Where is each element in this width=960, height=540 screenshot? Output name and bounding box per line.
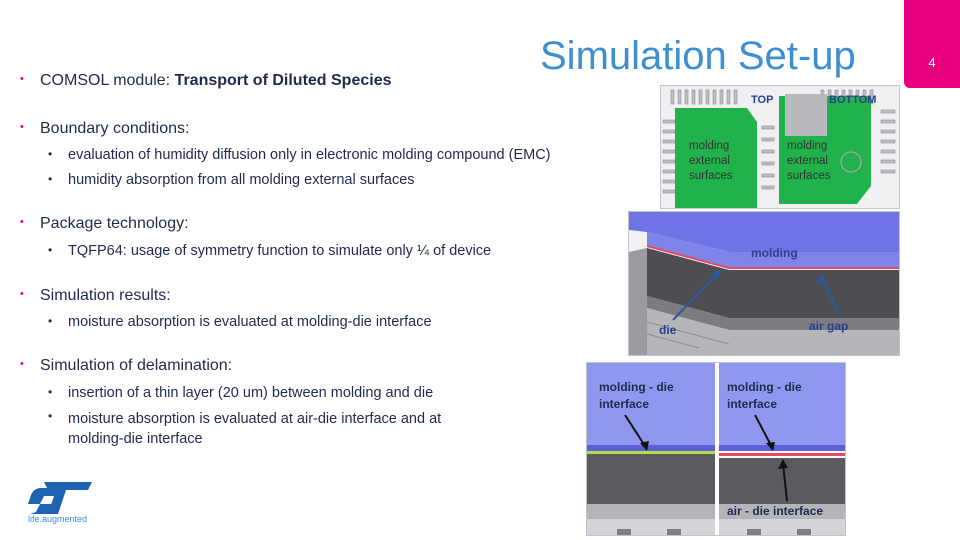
left-surface-label-3: surfaces (689, 170, 733, 182)
boundary-item: evaluation of humidity diffusion only in… (68, 147, 551, 163)
boundary-item: humidity absorption from all molding ext… (68, 172, 415, 188)
left-surface-label-2: external (689, 155, 730, 167)
top-label: TOP (751, 94, 773, 106)
package-figure-svg: TOP BOTTOM molding external surfaces mol… (661, 86, 899, 208)
st-logo-icon (28, 482, 92, 514)
bullet-dot: • (20, 121, 24, 133)
comsol-module-label: COMSOL module: (40, 72, 175, 89)
bullet-dot: • (20, 358, 24, 370)
right-surface-label-3: surfaces (787, 170, 831, 182)
right-interface-label-2: interface (727, 397, 777, 411)
left-interface-label-1: molding - die (599, 380, 674, 394)
page-number-tab: 4 (904, 0, 960, 88)
package-heading: Package technology: (40, 215, 189, 232)
slide-title: Simulation Set-up (540, 34, 856, 78)
interface-comparison-figure: molding - die interface molding - die in… (586, 362, 846, 536)
delam-item: insertion of a thin layer (20 um) betwee… (68, 385, 434, 401)
logo-tagline: life.augmented (28, 514, 88, 524)
package-top-bottom-figure: TOP BOTTOM molding external surfaces mol… (660, 85, 900, 209)
molding-label: molding (751, 246, 798, 260)
boundary-heading: Boundary conditions: (40, 120, 190, 137)
package-item: TQFP64: usage of symmetry function to si… (68, 243, 492, 259)
bullet-dot: • (20, 288, 24, 300)
page-number: 4 (928, 55, 936, 70)
delam-heading: Simulation of delamination: (40, 357, 233, 374)
bullet-dot: • (20, 216, 24, 228)
air-gap-label: air gap (809, 319, 848, 333)
left-interface-label-2: interface (599, 397, 649, 411)
results-item: moisture absorption is evaluated at mold… (68, 314, 432, 330)
delam-item: moisture absorption is evaluated at air-… (68, 411, 442, 447)
right-surface-label-2: external (787, 155, 828, 167)
results-heading: Simulation results: (40, 287, 171, 304)
right-interface-label-1: molding - die (727, 380, 802, 394)
bullet-dot: • (20, 73, 24, 85)
comsol-module-name: Transport of Diluted Species (174, 72, 392, 89)
air-die-interface-label: air - die interface (727, 504, 823, 518)
st-logo (26, 478, 96, 528)
die-label: die (659, 323, 677, 337)
interface-svg: molding - die interface molding - die in… (587, 363, 845, 535)
molding-die-3d-figure: molding die air gap (628, 211, 900, 356)
right-surface-label-1: molding (787, 140, 827, 152)
bottom-label: BOTTOM (829, 94, 876, 106)
molding-die-svg: molding die air gap (629, 212, 899, 355)
left-surface-label-1: molding (689, 140, 729, 152)
